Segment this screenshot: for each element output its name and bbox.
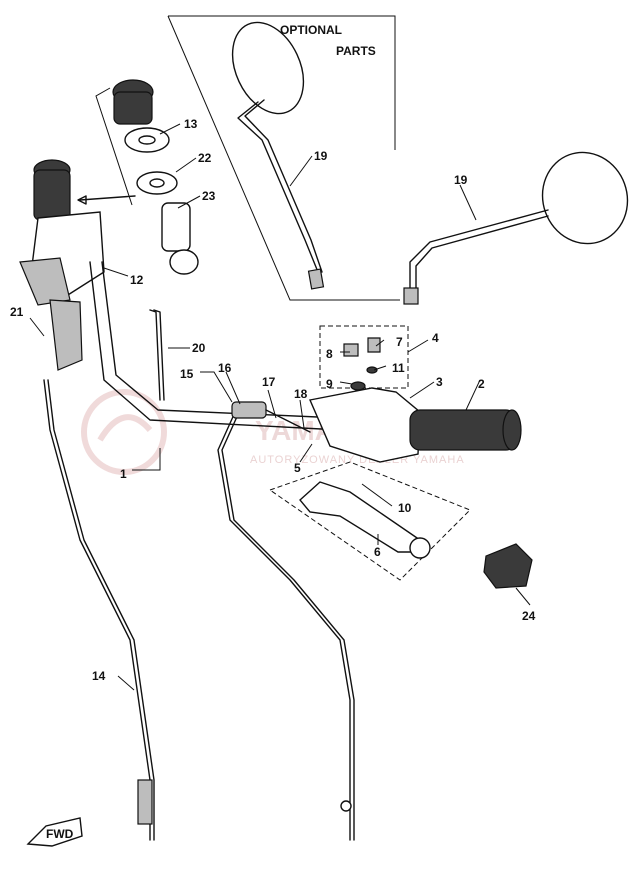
callout-14: 14 [92,669,106,683]
left-grip-exploded [95,79,199,275]
mirror-right [403,151,629,305]
callout-19-left: 19 [314,149,328,163]
callout-19-right: 19 [454,173,468,187]
optional-label-line1: OPTIONAL [280,23,342,37]
callout-labels: 1 2 3 4 5 6 7 8 9 10 11 12 13 14 15 16 1… [10,117,536,683]
optional-parts-box: OPTIONAL PARTS [167,15,400,301]
leader-lines [29,123,531,691]
callout-2: 2 [478,377,485,391]
callout-3: 3 [436,375,443,389]
callout-20: 20 [192,341,206,355]
callout-8: 8 [326,347,333,361]
callout-11: 11 [392,361,405,375]
callout-10: 10 [398,501,412,515]
optional-label-line2: PARTS [336,44,376,58]
callout-1: 1 [120,467,127,481]
fwd-label: FWD [46,827,74,841]
callout-6: 6 [374,545,381,559]
callout-23: 23 [202,189,216,203]
cable-adjuster-24 [483,543,533,589]
callout-9: 9 [326,377,333,391]
callout-12: 12 [130,273,144,287]
fwd-arrow: FWD [26,817,83,847]
right-grip-assembly [268,325,522,581]
cables [43,379,355,841]
mirror-left [231,21,325,290]
callout-16: 16 [218,361,232,375]
callout-21: 21 [10,305,24,319]
callout-24: 24 [522,609,536,623]
cable-strap [149,309,165,401]
callout-15: 15 [180,367,194,381]
callout-17: 17 [262,375,276,389]
callout-18: 18 [294,387,308,401]
callout-13: 13 [184,117,198,131]
callout-5: 5 [294,461,301,475]
left-switch-assembly [19,159,136,371]
watermark-sub: AUTORYZOWANY DEALER YAMAHA [250,454,465,466]
callout-4: 4 [432,331,439,345]
callout-22: 22 [198,151,212,165]
callout-7: 7 [396,335,403,349]
